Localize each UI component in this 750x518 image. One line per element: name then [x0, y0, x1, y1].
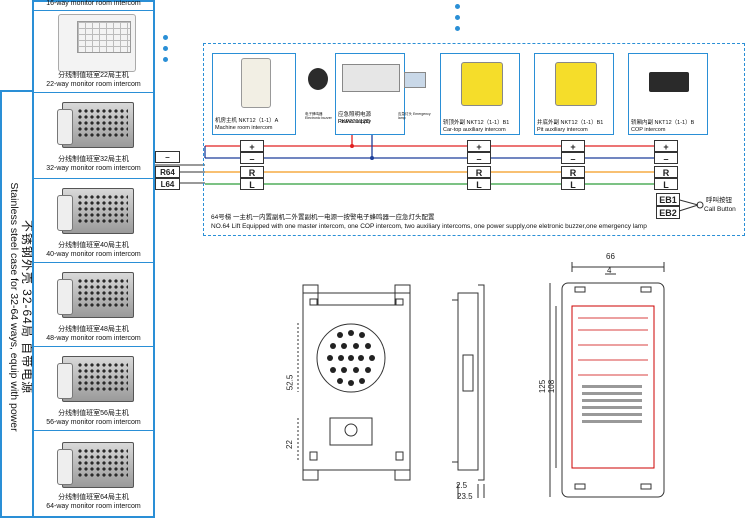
lamp-image — [404, 72, 426, 88]
product-item: 分线制值班室64局主机 64-way monitor room intercom — [34, 430, 153, 516]
intercom-box-image — [57, 442, 134, 488]
call-button-label-cn: 呼叫按钮 — [706, 197, 732, 204]
call-button-eb1: EB1 — [656, 193, 680, 206]
product-caption-cn: 分线制值班室22局主机 — [58, 72, 129, 79]
product-caption-en: 56-way monitor room intercom — [46, 419, 141, 426]
bus-tag-minus: – — [155, 151, 180, 163]
product-list: 16-way monitor room intercom 分线制值班室22局主机… — [32, 0, 155, 518]
product-caption-cn: 分线制值班室48局主机 — [58, 326, 129, 333]
device-power-supply: 应急照明电源RKP220/12D Power supply — [335, 53, 405, 135]
product-item: 分线制值班室32局主机 32-way monitor room intercom — [34, 92, 153, 179]
continuation-dot — [163, 57, 168, 62]
terminal-minus: – — [240, 152, 264, 164]
continuation-dot — [455, 26, 460, 31]
product-caption-cn: 分线制值班室64局主机 — [58, 494, 129, 501]
device-caption-cn: 井底外副 NKT12（1-1）B1 — [537, 120, 604, 126]
product-caption-en: 40-way monitor room intercom — [46, 251, 141, 258]
auxiliary-intercom-image — [461, 62, 503, 106]
product-item: 分线制值班室56局主机 56-way monitor room intercom — [34, 346, 153, 431]
call-button-eb2: EB2 — [656, 206, 680, 219]
device-car-top: 轿顶外副 NKT12（1-1）B1 Car-top auxiliary inte… — [440, 53, 520, 135]
auxiliary-intercom-image — [555, 62, 597, 106]
device-caption-cn: 轿厢内副 NKT12（1-1）B — [631, 120, 695, 126]
buzzer-image — [308, 68, 328, 90]
continuation-dot — [163, 46, 168, 51]
device-cop: 轿厢内副 NKT12（1-1）B COP intercom — [628, 53, 708, 135]
terminal-plus: + — [467, 140, 491, 152]
device-caption-en: Machine room intercom — [215, 125, 273, 131]
terminal-plus: + — [654, 140, 678, 152]
lamp-label: 应急灯头 Emergency lamp — [398, 112, 431, 120]
product-item: 分线制值班室22局主机 22-way monitor room intercom — [34, 10, 153, 93]
dimension-label-3: 125 — [538, 379, 548, 394]
device-pit: 井底外副 NKT12（1-1）B1 Pit auxiliary intercom — [534, 53, 614, 135]
product-item: 分线制值班室48局主机 48-way monitor room intercom — [34, 262, 153, 347]
terminal-r: R — [240, 166, 264, 178]
dimension-front-2: 22 — [284, 440, 294, 449]
continuation-dot — [163, 35, 168, 40]
product-caption-cn: 分线制值班室40局主机 — [58, 242, 129, 249]
side-label-band: 不锈钢外壳 32-64局 自带电源 Stainless steel case f… — [0, 90, 34, 518]
cop-intercom-image — [649, 72, 689, 92]
buzzer-label: 电子蜂鸣器 Electronic buzzer — [305, 112, 332, 120]
continuation-dot — [455, 4, 460, 9]
lift-wiring-area — [203, 43, 745, 236]
bus-tag-r64: R64 — [155, 166, 180, 178]
terminal-minus: – — [467, 152, 491, 164]
product-item: 分线制值班室40局主机 40-way monitor room intercom — [34, 178, 153, 263]
dimension-label-2: 4 — [607, 266, 612, 275]
terminal-l: L — [240, 178, 264, 190]
config-note-en: NO.64 Lift Equipped with one master inte… — [211, 223, 647, 230]
intercom-box-image — [57, 102, 134, 148]
terminal-minus: – — [654, 152, 678, 164]
terminal-l: L — [654, 178, 678, 190]
device-caption-en: COP intercom — [631, 127, 666, 133]
product-caption-en: 64-way monitor room intercom — [46, 503, 141, 510]
product-caption-cn: 分线制值班室32局主机 — [58, 156, 129, 163]
product-caption-en: 22-way monitor room intercom — [46, 81, 141, 88]
intercom-box-image — [57, 188, 134, 234]
dimension-side-2: 23.5 — [457, 492, 473, 501]
dimension-side-1: 2.5 — [456, 481, 468, 490]
terminal-r: R — [561, 166, 585, 178]
device-caption-cn: 应急照明电源RKP220/12D — [338, 112, 372, 125]
terminal-l: L — [561, 178, 585, 190]
device-caption-en: Pit auxiliary intercom — [537, 127, 588, 133]
call-button-label-en: Call Button — [704, 206, 736, 213]
product-caption-en: 32-way monitor room intercom — [46, 165, 141, 172]
device-machine-room: 机房主机 NKT12（1-1）A Machine room intercom — [212, 53, 296, 135]
config-note-cn: 64号梯 一主机一内置副机二外置副机一电源一按警电子蜂鸣器一应急灯头配置 — [211, 214, 435, 221]
dimension-label-1: 66 — [606, 252, 615, 261]
power-supply-image — [342, 64, 400, 92]
device-caption-en: Car-top auxiliary intercom — [443, 127, 506, 133]
dimension-front-1: 52.5 — [285, 374, 295, 391]
bus-tag-l64: L64 — [155, 178, 180, 190]
terminal-l: L — [467, 178, 491, 190]
intercom-box-image — [57, 356, 134, 402]
product-item: 16-way monitor room intercom — [34, 0, 153, 11]
device-caption-en: Power supply — [338, 119, 372, 125]
terminal-plus: + — [240, 140, 264, 152]
product-column-area: 不锈钢外壳 32-64局 自带电源 Stainless steel case f… — [0, 0, 155, 518]
dimension-label-4: 108 — [547, 379, 557, 394]
continuation-dot — [455, 15, 460, 20]
terminal-minus: – — [561, 152, 585, 164]
device-caption-cn: 轿顶外副 NKT12（1-1）B1 — [443, 120, 510, 126]
intercom-desk-image — [58, 14, 136, 72]
product-caption-cn: 分线制值班室56局主机 — [58, 410, 129, 417]
device-caption-cn: 机房主机 NKT12（1-1）A — [215, 118, 279, 124]
intercom-box-image — [57, 272, 134, 318]
terminal-plus: + — [561, 140, 585, 152]
product-caption-en: 16-way monitor room intercom — [46, 0, 141, 7]
terminal-r: R — [467, 166, 491, 178]
intercom-phone-image — [241, 58, 271, 108]
terminal-r: R — [654, 166, 678, 178]
product-caption-en: 48-way monitor room intercom — [46, 335, 141, 342]
